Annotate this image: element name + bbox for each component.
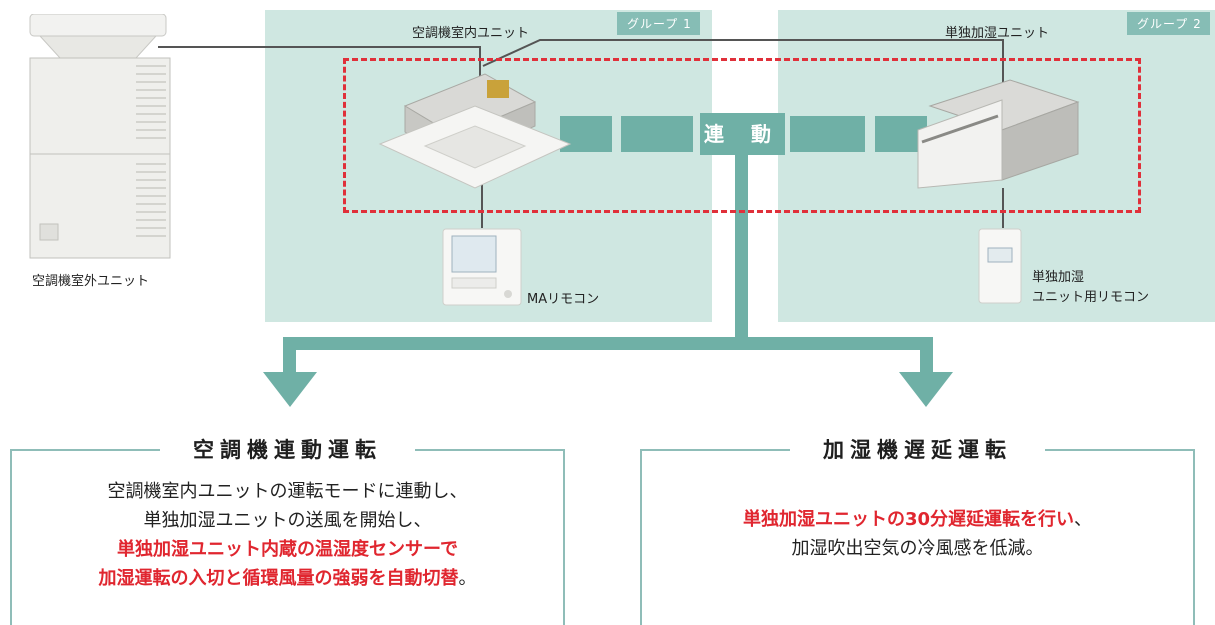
link-band-right-1: [790, 116, 865, 152]
panel-left-title: 空調機連動運転: [160, 434, 415, 466]
group-2-tag: グループ 2: [1127, 12, 1210, 35]
panel-left-border-right: [563, 449, 565, 625]
panel-right-border-left: [640, 449, 642, 625]
ma-remote-icon: [442, 228, 522, 306]
arrow-down-right-icon: [899, 372, 953, 407]
panel-right-line-2: 加湿吹出空気の冷風感を低減。: [791, 538, 1044, 559]
panel-left-line-4-suffix: 。: [458, 568, 477, 589]
branch-bar: [283, 337, 933, 350]
branch-stem: [735, 150, 748, 340]
panel-left-line-1: 空調機室内ユニットの運転モードに連動し、: [107, 481, 468, 502]
panel-left-line-3: 単独加湿ユニット内蔵の温湿度センサーで: [117, 539, 458, 560]
branch-right-drop: [920, 337, 933, 377]
panel-left-line-2: 単独加湿ユニットの送風を開始し、: [143, 510, 432, 531]
humidifier-unit-label: 単独加湿ユニット: [945, 26, 1050, 41]
panel-left-line-4: 加湿運転の入切と循環風量の強弱を自動切替: [98, 568, 459, 589]
humidifier-remote-label-1: 単独加湿: [1032, 270, 1085, 285]
indoor-cassette-unit-icon: [378, 73, 572, 189]
link-band-left-1: [560, 116, 612, 152]
panel-right-body: 単独加湿ユニットの30分遅延運転を行い、 加湿吹出空気の冷風感を低減。: [642, 505, 1193, 563]
panel-right-title: 加湿機遅延運転: [790, 434, 1045, 466]
outdoor-unit-icon: [29, 14, 171, 259]
humidifier-unit-icon: [917, 79, 1080, 189]
link-band-left-2: [621, 116, 693, 152]
outdoor-unit-label: 空調機室外ユニット: [32, 274, 150, 289]
panel-left-border-left: [10, 449, 12, 625]
branch-left-drop: [283, 337, 296, 377]
group-1-tag: グループ 1: [617, 12, 700, 35]
ma-remote-label: MAリモコン: [527, 292, 600, 307]
panel-right-border-right: [1193, 449, 1195, 625]
link-label: 連 動: [700, 113, 785, 155]
humidifier-remote-icon: [978, 228, 1022, 304]
linked-area-outline: [343, 58, 1141, 213]
humidifier-remote-label-2: ユニット用リモコン: [1032, 290, 1150, 305]
panel-right-line-1-suffix: 、: [1074, 509, 1093, 530]
panel-right-line-1: 単独加湿ユニットの30分遅延運転を行い: [742, 509, 1075, 530]
indoor-unit-label: 空調機室内ユニット: [412, 26, 530, 41]
panel-left-body: 空調機室内ユニットの運転モードに連動し、 単独加湿ユニットの送風を開始し、 単独…: [12, 477, 563, 593]
arrow-down-left-icon: [263, 372, 317, 407]
